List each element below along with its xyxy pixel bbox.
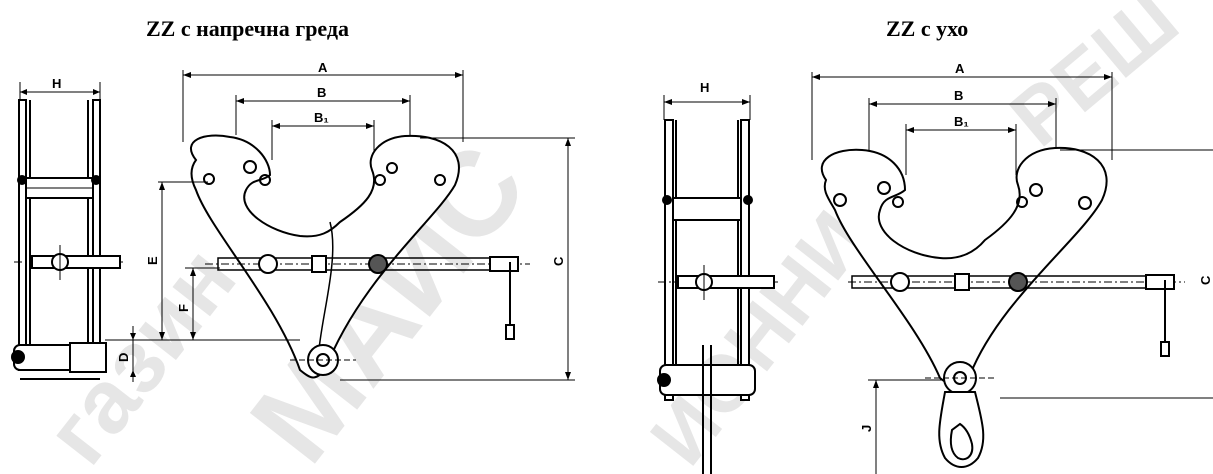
label-h-right: H xyxy=(700,80,709,95)
title-eye-version: ZZ с ухо xyxy=(886,16,969,41)
label-h-left: H xyxy=(52,76,61,91)
left-side-view xyxy=(11,82,126,380)
label-e: E xyxy=(145,256,160,265)
label-b1-right: B₁ xyxy=(954,114,969,129)
label-a-right: A xyxy=(955,61,965,76)
left-front-view xyxy=(105,70,575,382)
label-j: J xyxy=(859,425,874,432)
label-c-right: C xyxy=(1198,275,1213,285)
label-c-left: C xyxy=(551,256,566,266)
title-beam-version: ZZ с напречна греда xyxy=(146,16,350,41)
right-side-view xyxy=(657,95,778,474)
label-f: F xyxy=(176,304,191,312)
dimension-labels: H A B B₁ E F D C H A B B₁ C J xyxy=(52,60,1213,432)
label-b-left: B xyxy=(317,85,326,100)
label-b-right: B xyxy=(954,88,963,103)
label-b1-left: B₁ xyxy=(314,110,329,125)
watermark-arc-text: РЕШ xyxy=(994,0,1195,163)
right-front-view xyxy=(811,72,1213,474)
label-d: D xyxy=(116,353,131,362)
label-a-left: A xyxy=(318,60,328,75)
